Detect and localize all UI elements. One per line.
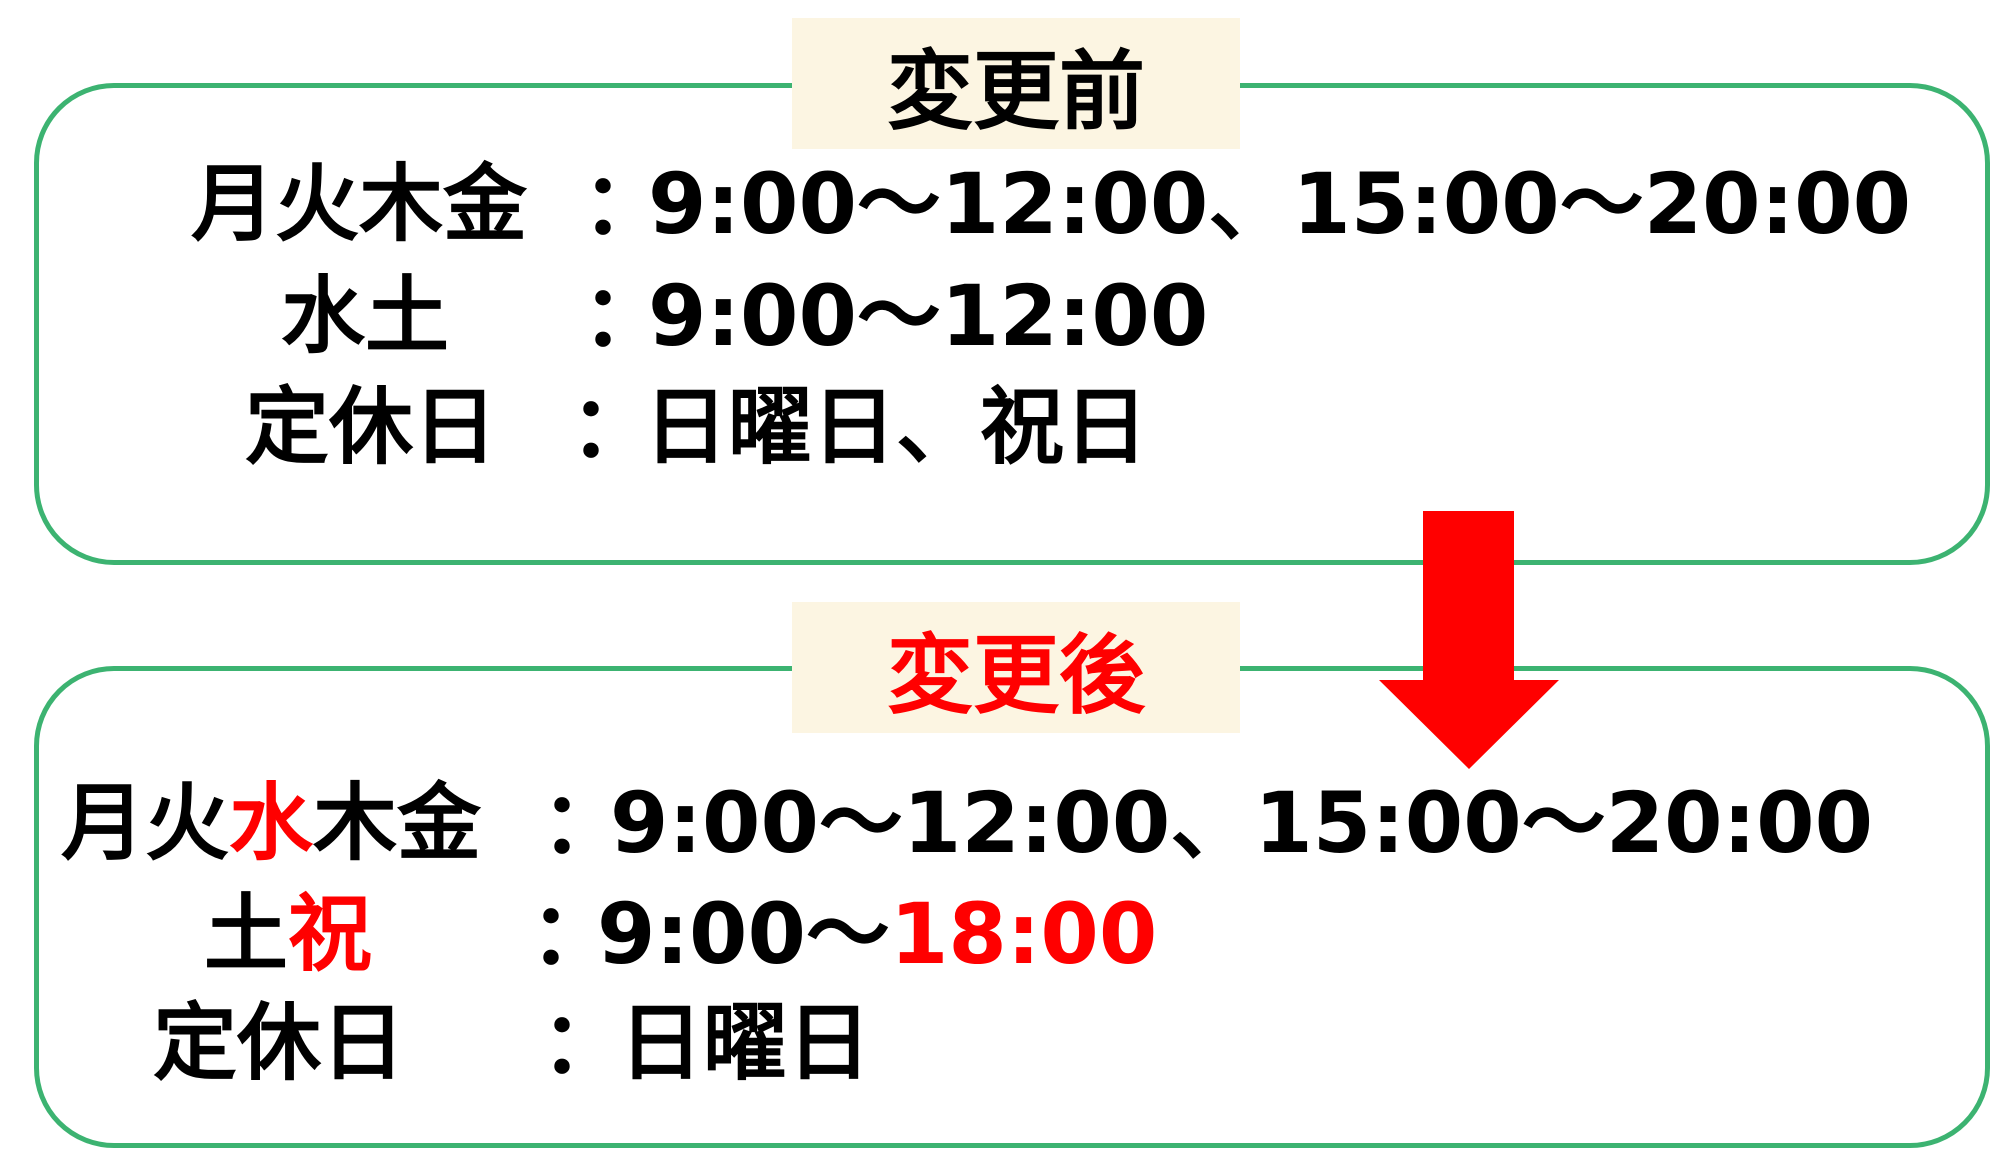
before-title: 変更前 — [792, 18, 1240, 149]
hours-changed: 18:00 — [889, 885, 1158, 983]
before-row3-days: 定休日 — [245, 378, 498, 476]
after-title: 変更後 — [792, 602, 1240, 733]
before-row1-colon: ： — [582, 155, 667, 253]
days-unchanged: 木金 — [313, 774, 482, 872]
before-row2-hours: 9:00～12:00 — [648, 267, 1209, 365]
arrow-down-icon — [1379, 511, 1559, 769]
before-row1-days: 月火木金 — [191, 155, 528, 253]
after-row2-hours: 9:00～18:00 — [597, 892, 1157, 976]
hours-unchanged: 9:00～ — [597, 885, 890, 983]
after-row1-colon: ： — [541, 774, 626, 872]
days-added: 祝 — [288, 885, 373, 983]
after-row1-days: 月火水木金 — [61, 781, 481, 865]
before-row1-hours: 9:00～12:00、15:00～20:00 — [648, 155, 1912, 253]
after-row2-days: 土祝 — [204, 892, 372, 976]
days-unchanged: 土 — [204, 885, 289, 983]
before-row2-colon: ： — [582, 267, 667, 365]
after-row3-hours: 日曜日 — [619, 994, 872, 1092]
after-row3-days: 定休日 — [153, 994, 406, 1092]
after-row1-hours: 9:00～12:00、15:00～20:00 — [610, 774, 1874, 872]
before-row3-colon: ： — [570, 378, 655, 476]
after-row2-colon: ： — [530, 885, 615, 983]
before-row3-hours: 日曜日、祝日 — [644, 378, 1149, 476]
days-added: 水 — [229, 774, 314, 872]
before-row2-days: 水土 — [281, 267, 450, 365]
after-row3-colon: ： — [541, 994, 626, 1092]
days-unchanged: 月火 — [61, 774, 230, 872]
